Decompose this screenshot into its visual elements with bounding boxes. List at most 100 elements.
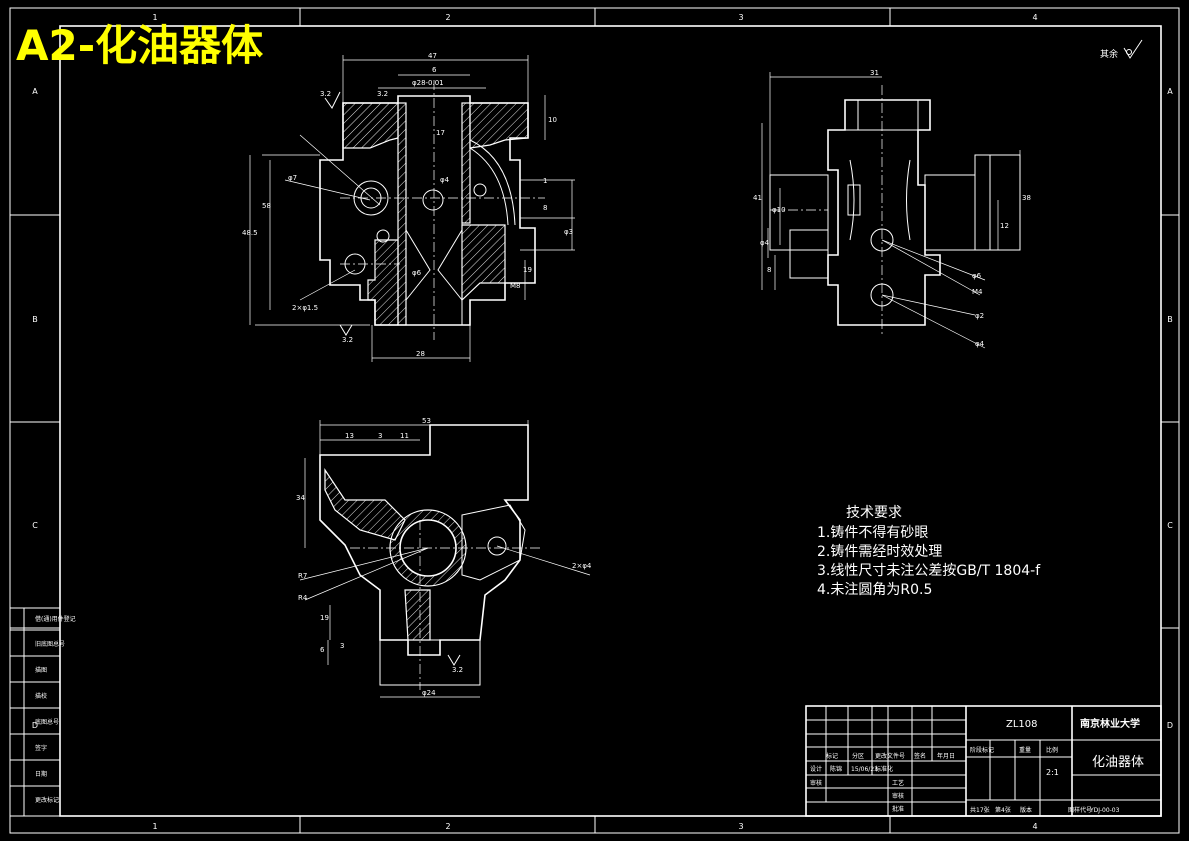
title-block-label: 更改文件号 [875, 752, 905, 760]
dim-text: 6 [432, 66, 437, 74]
zone-number-top-3: 3 [738, 13, 743, 22]
zone-letter-right-a: A [1167, 87, 1173, 96]
dim-text: 48.5 [242, 229, 258, 237]
title-block-label: 签名 [914, 752, 926, 760]
title-block-label: 工艺 [892, 779, 904, 787]
dim-text: φ28-0.01 [412, 79, 444, 87]
tech-req-item: 1.铸件不得有砂眼 [817, 524, 928, 541]
bottom-section-view: 53 13 3 11 34 R7 R4 19 6 3 φ24 3.2 2×φ4 [296, 417, 592, 698]
dim-text: φ24 [422, 689, 436, 697]
dim-text: φ6 [412, 269, 422, 277]
dim-text: φ2 [975, 312, 984, 320]
dim-text: 19 [523, 266, 532, 274]
sheet-border: 1 2 3 4 1 2 3 4 A B C D A B C D [9, 7, 1180, 834]
roughness-note: 其余 [1100, 39, 1143, 60]
roughness-symbol-icon [1123, 39, 1143, 59]
tech-req-heading: 技术要求 [846, 505, 902, 521]
drawing-number: YDJ-00-03 [1089, 807, 1120, 814]
zone-number-bottom-3: 3 [738, 822, 743, 831]
zone-number-top-4: 4 [1032, 13, 1037, 22]
zone-number-top-2: 2 [445, 13, 450, 22]
dim-text: 3.2 [320, 90, 331, 98]
tech-req-item: 4.未注圆角为R0.5 [817, 582, 932, 598]
dim-text: 34 [296, 494, 305, 502]
design-date: 15/06/23 [851, 766, 878, 773]
dim-text: φ4 [440, 176, 450, 184]
sheet-title: A2-化油器体 [16, 21, 263, 70]
school-name: 南京林业大学 [1080, 717, 1140, 730]
dim-text: 8 [543, 204, 547, 212]
title-block-label: 比例 [1046, 746, 1058, 754]
dim-text: R4 [298, 594, 308, 602]
dim-text: 1 [543, 177, 547, 185]
dim-text: 31 [870, 69, 879, 77]
title-block-label: 标准化 [875, 765, 893, 773]
dim-text: 2×φ4 [572, 562, 592, 570]
zone-number-bottom-4: 4 [1032, 822, 1037, 831]
zone-letter-left-b: B [32, 315, 38, 324]
side-table-row: 借(通)用件登记 [35, 615, 76, 623]
dim-text: M4 [972, 288, 983, 296]
title-block-label: 分区 [852, 752, 864, 760]
dim-text: 12 [1000, 222, 1009, 230]
side-table-row: 旧底图总号 [35, 640, 65, 648]
dim-text: φ10 [772, 206, 786, 214]
title-block-label: 重量 [1019, 746, 1031, 754]
side-registration-table: 借(通)用件登记 旧底图总号 描图 描校 底图总号 签字 日期 更改标记 [9, 607, 76, 817]
side-view: 31 41 φ10 φ4 8 38 12 φ6 M4 φ2 φ4 [753, 69, 1031, 349]
zone-letter-left-d: D [32, 721, 38, 730]
drawing-code: ZL108 [1006, 719, 1038, 730]
title-block-label: 设计 [810, 765, 822, 773]
dim-text: 3 [340, 642, 344, 650]
title-block: 标记 处数 分区 更改文件号 签名 年月日 设计 陈锦 15/06/23 标准化… [805, 705, 1162, 817]
dim-text: 58 [262, 202, 271, 210]
dim-text: 10 [548, 116, 557, 124]
dim-text: 3 [378, 432, 382, 440]
dim-text: R7 [298, 572, 307, 580]
dim-text: φ7 [288, 174, 297, 182]
zone-letter-right-d: D [1167, 721, 1173, 730]
technical-requirements: 技术要求 1.铸件不得有砂眼 2.铸件需经时效处理 3.线性尺寸未注公差按GB/… [817, 505, 1041, 598]
side-table-row: 签字 [35, 744, 47, 752]
dim-text: 41 [753, 194, 762, 202]
dim-text: 3.2 [452, 666, 463, 674]
dim-text: φ3 [564, 228, 573, 236]
dim-text: 11 [400, 432, 409, 440]
dim-text: 3.2 [342, 336, 353, 344]
part-name: 化油器体 [1092, 755, 1144, 770]
front-section-view: 47 6 φ28-0.01 3.2 3.2 10 17 φ4 φ7 58 48.… [242, 52, 575, 362]
title-block-label: 阶段标记 [970, 746, 994, 754]
side-table-row: 日期 [35, 770, 47, 778]
dim-text: φ6 [972, 272, 982, 280]
dim-text: 17 [436, 129, 445, 137]
tech-req-item: 3.线性尺寸未注公差按GB/T 1804-f [817, 563, 1041, 579]
side-table-row: 描校 [35, 692, 47, 700]
dim-text: 8 [767, 266, 771, 274]
dim-text: 13 [345, 432, 354, 440]
roughness-note-label: 其余 [1100, 48, 1118, 60]
zone-number-top-1: 1 [152, 13, 157, 22]
title-block-label: 年月日 [937, 752, 955, 760]
zone-letter-left-c: C [32, 521, 38, 530]
sheet-total: 共17张 [970, 806, 990, 814]
side-table-row: 底图总号 [35, 718, 59, 726]
scale-value: 2:1 [1046, 768, 1059, 777]
dim-text: M8 [510, 282, 521, 290]
sheet-number: 第4张 [995, 806, 1011, 814]
title-block-label: 审核 [892, 792, 904, 800]
side-table-row: 更改标记 [35, 796, 59, 804]
dim-text: 3.2 [377, 90, 388, 98]
title-block-label: 批准 [892, 805, 904, 813]
side-table-row: 描图 [35, 666, 47, 674]
dim-text: 2×φ1.5 [292, 304, 318, 312]
dim-text: 38 [1022, 194, 1031, 202]
dim-text: 53 [422, 417, 431, 425]
zone-number-bottom-1: 1 [152, 822, 157, 831]
zone-letter-right-b: B [1167, 315, 1173, 324]
dim-text: φ4 [975, 340, 985, 348]
dim-text: 6 [320, 646, 325, 654]
title-block-label: 图样代号 [1068, 806, 1092, 814]
zone-letter-right-c: C [1167, 521, 1173, 530]
dim-text: φ4 [760, 239, 770, 247]
